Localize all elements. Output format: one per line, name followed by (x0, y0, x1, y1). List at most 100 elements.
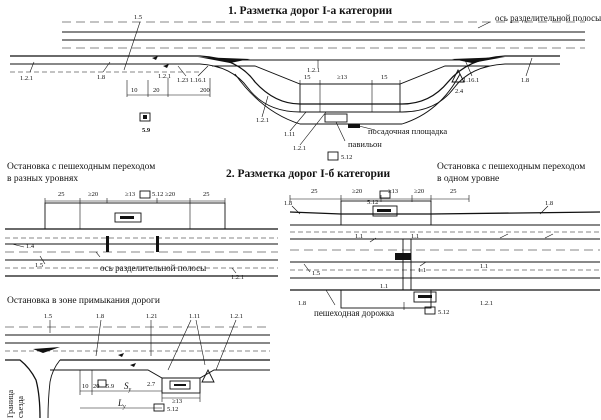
label-1-2-1: 1.2.1 (20, 75, 33, 82)
dim-ge20: ≥20 (88, 191, 98, 198)
platform-marking (348, 124, 360, 128)
section-2-right-road (289, 190, 601, 315)
junction-edge (47, 359, 61, 419)
label-1-11: 1.11 (189, 313, 200, 320)
label-1-11: 1.11 (284, 131, 295, 138)
label-1-23: 1.23 (177, 77, 188, 84)
dim-15: 15 (381, 74, 388, 81)
access-road-edge (234, 73, 461, 125)
stop-right-caption-1: Остановка с пешеходным переходом (437, 162, 585, 172)
sign-5-12-label: 5.12 (367, 199, 378, 206)
sign-5-12-icon (424, 306, 436, 315)
section-2-bottom-labels: 1.5 1.8 1.21 1.11 1.2.1 10 20 5.9 Sy 2.7… (6, 313, 243, 418)
arrow-icon (118, 353, 124, 357)
dim-25: 25 (450, 188, 457, 195)
label-1-1: 1.1 (480, 263, 488, 270)
label-1-1: 1.1 (355, 233, 363, 240)
easement-caption-2: съезда (16, 396, 25, 418)
label-1-8: 1.8 (545, 200, 553, 207)
crossing-marking (156, 236, 159, 252)
label-2-7: 2.7 (147, 381, 156, 388)
arrow-icon (130, 363, 136, 367)
section-1-title: 1. Разметка дорог I-а категории (228, 5, 393, 17)
label-1-8: 1.8 (96, 313, 104, 320)
arrow-icon (163, 64, 169, 68)
label-1-16-1: 1.16.1 (190, 77, 206, 84)
label-1-2-1: 1.2.1 (230, 313, 243, 320)
label-1-5: 1.5 (35, 262, 43, 269)
label-1-5: 1.5 (134, 14, 142, 21)
pavilion (413, 291, 437, 303)
stop-bay-outline (340, 200, 432, 226)
wedge-marking (452, 57, 505, 63)
dim-ge20: ≥20 (352, 188, 362, 195)
dim-ge20: ≥20 (165, 191, 175, 198)
sign-5-12-icon (153, 403, 165, 412)
stop-bay-outline (44, 202, 226, 230)
sign-5-9-label: 5.9 (142, 127, 151, 134)
label-1-2-1: 1.2.1 (158, 73, 171, 80)
triangle-sign-icon (451, 68, 465, 83)
sign-5-12-label: 5.12 (438, 309, 449, 316)
sign-5-12-icon (379, 190, 391, 199)
dim-ge13: ≥13 (388, 188, 398, 195)
sign-5-12-label: 5.12 (341, 154, 352, 161)
sign-5-12-label: 5.12 (152, 191, 163, 198)
arrow-icon (152, 56, 158, 60)
section-2-left-labels: 25 ≥20 ≥13 ≥20 25 5.12 1.4 1.5 1.2.1 ось… (26, 191, 244, 281)
stop-right-caption-2: в одном уровне (437, 174, 499, 184)
sign-5-12-label: 5.12 (167, 406, 178, 413)
label-1-21: 1.21 (146, 313, 157, 320)
crossing-marking (106, 236, 109, 252)
sign-5-9-icon (139, 112, 151, 122)
footpath-caption: пешеходная дорожка (314, 308, 394, 318)
sign-5-12-icon (327, 151, 339, 161)
dim-ge20: ≥20 (414, 188, 424, 195)
stop-left-caption-1: Остановка с пешеходным переходом (7, 162, 155, 172)
dim-ge13: ≥13 (337, 74, 347, 81)
section-2-bottom-road (5, 319, 270, 419)
pavilion (372, 205, 398, 217)
section-1-labels: ось разделительной полосы 1.5 1.2.1 1.8 … (20, 13, 601, 161)
stop-left-caption-2: в разных уровнях (7, 174, 78, 184)
label-1-2-1: 1.2.1 (307, 67, 320, 74)
label-1-2-1: 1.2.1 (231, 274, 244, 281)
label-1-2-1: 1.2.1 (480, 300, 493, 307)
pavilion (169, 380, 191, 390)
label-1-5: 1.5 (312, 270, 320, 277)
dim-10: 10 (82, 383, 89, 390)
bay-edge (50, 369, 270, 379)
pavilion-caption: павильон (348, 139, 382, 149)
section-2-left-road (5, 190, 278, 277)
label-1-4: 1.4 (26, 243, 35, 250)
dim-s: Sy (124, 381, 132, 393)
triangle-sign-icon (201, 368, 215, 383)
easement-caption-1: Граница (6, 389, 15, 418)
dim-20: 20 (153, 87, 160, 94)
sign-5-9-icon (97, 379, 107, 388)
dim-ge13: ≥13 (125, 191, 135, 198)
bay-edge (10, 63, 560, 113)
dim-25: 25 (58, 191, 65, 198)
label-1-8: 1.8 (521, 77, 529, 84)
landing-platform-caption: посадочная площадка (368, 126, 447, 136)
median-axis-caption: ось разделительной полосы (100, 263, 206, 273)
label-1-16-1: 1.16.1 (463, 77, 479, 84)
label-1-8: 1.8 (298, 300, 306, 307)
stop-junction-caption: Остановка в зоне примыкания дороги (7, 296, 160, 306)
dim-15: 15 (304, 74, 311, 81)
wedge-marking (33, 347, 60, 353)
dim-200: 200 (200, 87, 210, 94)
wedge-marking (198, 57, 250, 63)
label-1-8: 1.8 (284, 200, 292, 207)
landing-platform (299, 83, 401, 113)
dim-25: 25 (311, 188, 318, 195)
dim-20: 20 (93, 383, 100, 390)
median-axis-caption: ось разделительной полосы (495, 13, 601, 23)
label-1-2-1: 1.2.1 (256, 117, 269, 124)
dim-ge13: ≥13 (172, 398, 182, 405)
dim-10: 10 (131, 87, 138, 94)
section-2-right-labels: 25 ≥20 ≥13 ≥20 25 5.12 1.8 1.8 1.1 1.1 1… (284, 188, 553, 318)
roadway-edge (289, 211, 601, 215)
